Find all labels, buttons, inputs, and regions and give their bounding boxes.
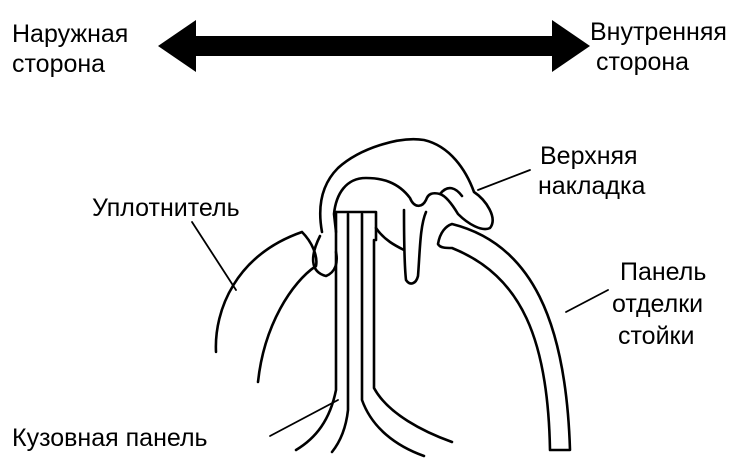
seal-bulb xyxy=(214,230,318,384)
inner-side-label-line1: Внутренняя xyxy=(590,18,727,46)
seal-lip-right xyxy=(374,208,428,285)
leader-pillar-trim xyxy=(565,289,609,313)
pillar-trim-label-line3: стойки xyxy=(618,322,694,350)
body-panel-label: Кузовная панель xyxy=(12,424,208,452)
body-panel-flange xyxy=(294,210,454,458)
upper-trim-inner-curve xyxy=(438,186,464,198)
leader-seal xyxy=(191,221,237,291)
seal-label: Уплотнитель xyxy=(92,194,240,222)
outer-side-label-line2: сторона xyxy=(12,50,105,78)
pillar-trim-panel xyxy=(436,222,572,452)
upper-trim-label-line1: Верхняя xyxy=(540,142,638,170)
direction-arrow xyxy=(158,20,590,72)
upper-trim xyxy=(319,137,494,234)
outer-side-label-line1: Наружная xyxy=(12,20,128,48)
leader-body-panel xyxy=(269,399,339,437)
upper-trim-label: Верхняя накладка xyxy=(538,142,645,200)
outer-side-label: Наружная сторона xyxy=(12,20,135,78)
upper-trim-label-line2: накладка xyxy=(538,172,645,200)
inner-side-label: Внутренняя сторона xyxy=(590,18,734,76)
inner-side-label-line2: сторона xyxy=(596,48,689,76)
pillar-trim-label: Панель отделки стойки xyxy=(612,258,713,350)
leader-upper-trim xyxy=(477,169,531,191)
pillar-trim-label-line2: отделки xyxy=(612,290,703,318)
pillar-trim-label-line1: Панель xyxy=(620,258,706,286)
